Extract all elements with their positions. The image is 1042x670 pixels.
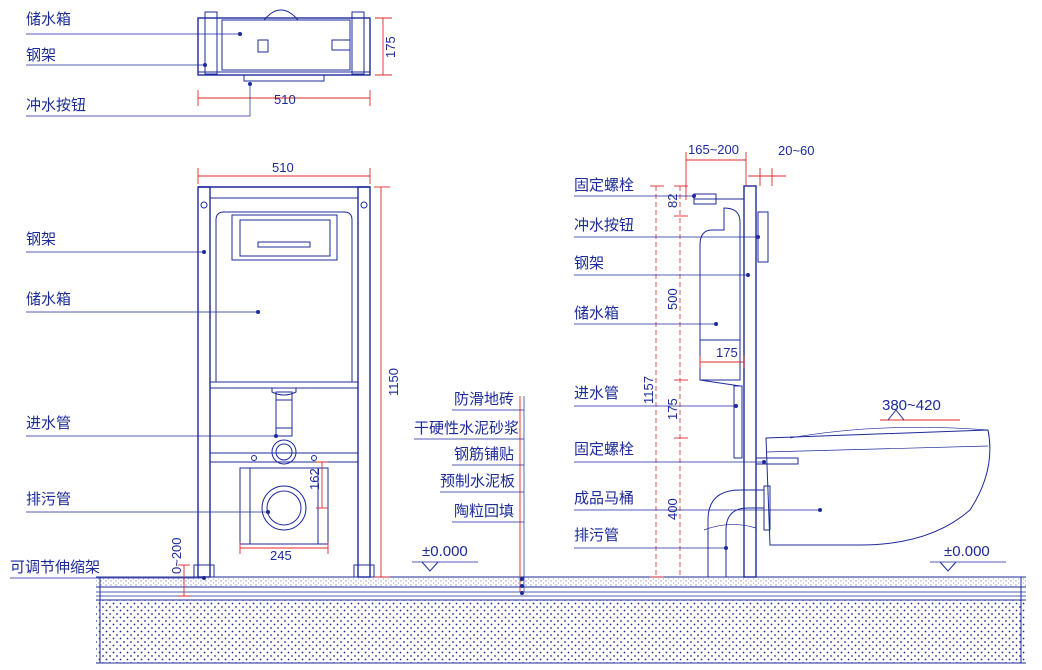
floor-layer-callout [412, 396, 525, 595]
ground [96, 576, 1026, 664]
side-label-bolt-bottom: 固定螺栓 [574, 440, 634, 458]
front-view [10, 168, 390, 597]
side-dim-500: 500 [665, 288, 680, 310]
front-dim-foot: 0~200 [169, 537, 184, 574]
side-label-bolt-top: 固定螺栓 [574, 176, 634, 194]
top-view [26, 9, 392, 117]
layer-label-tile: 防滑地砖 [454, 390, 514, 408]
layer-label-precast-slab: 预制水泥板 [440, 472, 515, 490]
top-label-tank: 储水箱 [26, 10, 71, 28]
side-label-toilet: 成品马桶 [574, 489, 634, 507]
front-label-adjustable-leg: 可调节伸缩架 [10, 558, 100, 576]
side-dim-82: 82 [665, 194, 680, 208]
front-dim-height: 1150 [386, 368, 401, 396]
side-label-flush-button: 冲水按钮 [574, 216, 634, 234]
side-dim-175-v: 175 [665, 398, 680, 420]
side-view [574, 152, 1006, 578]
front-label-tank: 储水箱 [26, 290, 71, 308]
front-label-frame: 钢架 [26, 230, 56, 248]
side-dim-bowl: 380~420 [882, 397, 941, 414]
side-dim-175-h: 175 [716, 345, 738, 360]
front-dim-width: 510 [272, 160, 294, 175]
side-label-frame: 钢架 [574, 254, 604, 272]
level-right: ±0.000 [944, 543, 990, 560]
layer-label-rebar: 钢筋铺贴 [454, 445, 514, 463]
layer-label-backfill: 陶粒回填 [454, 502, 514, 520]
side-label-drain-pipe: 排污管 [574, 526, 619, 544]
side-label-inlet-pipe: 进水管 [574, 384, 619, 402]
side-dim-wall: 165~200 [688, 142, 739, 157]
layer-label-mortar: 干硬性水泥砂浆 [414, 419, 519, 437]
front-label-drain-pipe: 排污管 [26, 490, 71, 508]
side-dim-plate: 20~60 [778, 143, 815, 158]
side-dim-400: 400 [665, 498, 680, 520]
side-label-tank: 储水箱 [574, 304, 619, 322]
top-label-flush-button: 冲水按钮 [26, 96, 86, 114]
front-dim-pipe-width: 245 [270, 548, 292, 563]
side-dim-1157: 1157 [641, 376, 656, 404]
top-dim-depth: 175 [383, 36, 398, 58]
top-label-frame: 钢架 [26, 46, 56, 64]
front-dim-pipe-height: 162 [307, 468, 322, 490]
top-dim-width: 510 [274, 92, 296, 107]
level-left: ±0.000 [422, 543, 468, 560]
front-label-inlet-pipe: 进水管 [26, 414, 71, 432]
